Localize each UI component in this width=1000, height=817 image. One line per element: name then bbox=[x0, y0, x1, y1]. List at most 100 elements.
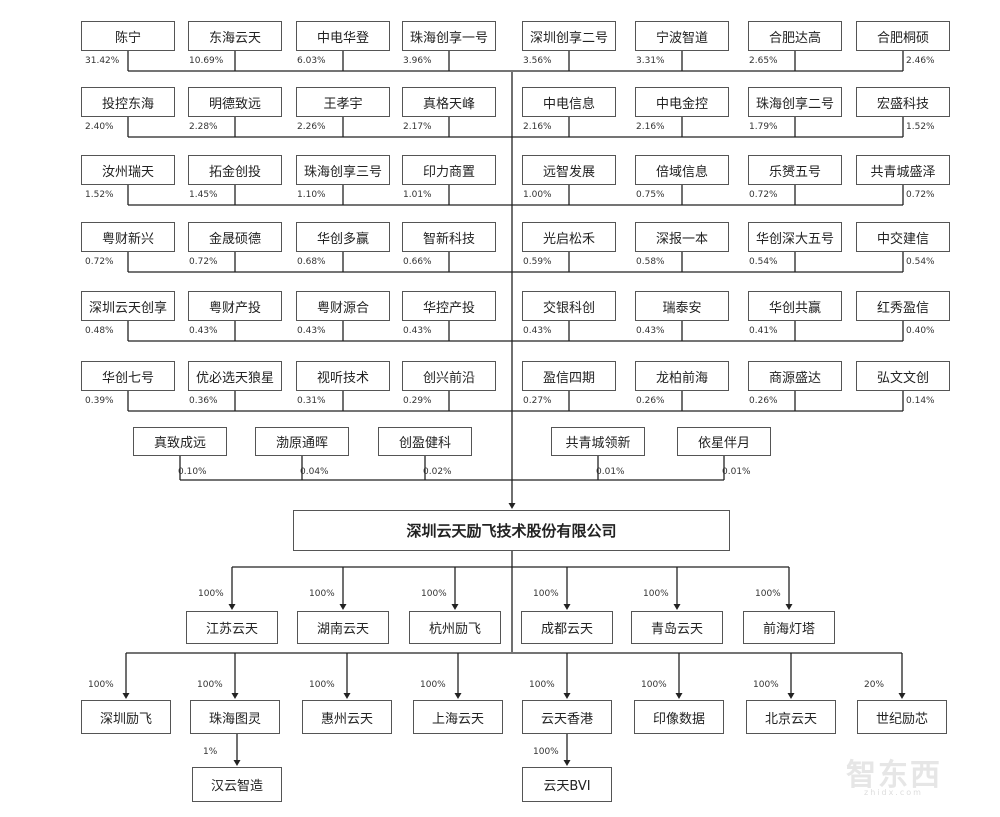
shareholder-box: 金晟硕德 bbox=[188, 222, 282, 252]
subsidiary-box: 珠海图灵 bbox=[190, 700, 280, 734]
ownership-percent: 100% bbox=[533, 747, 559, 757]
shareholder-box: 智新科技 bbox=[402, 222, 496, 252]
ownership-percent: 100% bbox=[420, 680, 446, 690]
ownership-percent: 100% bbox=[529, 680, 555, 690]
arrowhead bbox=[228, 604, 236, 610]
subsidiary-box: 成都云天 bbox=[521, 611, 613, 644]
shareholder-box: 倍域信息 bbox=[635, 155, 729, 185]
ownership-percent: 100% bbox=[755, 589, 781, 599]
arrowhead bbox=[563, 604, 571, 610]
shareholding-percent: 0.14% bbox=[906, 396, 935, 406]
shareholding-percent: 1.79% bbox=[749, 122, 778, 132]
subsidiary-box: 杭州励飞 bbox=[409, 611, 501, 644]
shareholding-percent: 3.56% bbox=[523, 56, 552, 66]
ownership-percent: 1% bbox=[203, 747, 218, 757]
shareholder-box: 中电华登 bbox=[296, 21, 390, 51]
shareholder-box: 共青城盛泽 bbox=[856, 155, 950, 185]
shareholder-box: 宏盛科技 bbox=[856, 87, 950, 117]
subsidiary-box: 云天BVI bbox=[522, 767, 612, 802]
shareholder-box: 视听技术 bbox=[296, 361, 390, 391]
ownership-percent: 100% bbox=[421, 589, 447, 599]
shareholding-percent: 0.72% bbox=[189, 257, 218, 267]
shareholding-percent: 0.01% bbox=[596, 467, 625, 477]
shareholding-percent: 2.16% bbox=[523, 122, 552, 132]
shareholding-percent: 1.45% bbox=[189, 190, 218, 200]
shareholding-percent: 1.01% bbox=[403, 190, 432, 200]
arrowhead bbox=[233, 760, 241, 766]
shareholder-box: 共青城领新 bbox=[551, 427, 645, 456]
shareholder-box: 华创多赢 bbox=[296, 222, 390, 252]
watermark-text: 智东西 bbox=[846, 758, 942, 793]
shareholding-percent: 0.48% bbox=[85, 326, 114, 336]
shareholding-percent: 0.43% bbox=[636, 326, 665, 336]
shareholder-box: 投控东海 bbox=[81, 87, 175, 117]
shareholder-box: 印力商置 bbox=[402, 155, 496, 185]
subsidiary-box: 世纪励芯 bbox=[857, 700, 947, 734]
shareholder-box: 优必选天狼星 bbox=[188, 361, 282, 391]
shareholding-percent: 2.16% bbox=[636, 122, 665, 132]
shareholding-percent: 1.00% bbox=[523, 190, 552, 200]
shareholding-percent: 0.75% bbox=[636, 190, 665, 200]
shareholder-box: 依星伴月 bbox=[677, 427, 771, 456]
shareholder-box: 光启松禾 bbox=[522, 222, 616, 252]
shareholding-percent: 0.68% bbox=[297, 257, 326, 267]
shareholding-percent: 0.41% bbox=[749, 326, 778, 336]
arrowhead bbox=[231, 693, 239, 699]
subsidiary-box: 上海云天 bbox=[413, 700, 503, 734]
shareholding-percent: 0.31% bbox=[297, 396, 326, 406]
shareholding-percent: 0.43% bbox=[297, 326, 326, 336]
arrowhead bbox=[563, 693, 571, 699]
watermark-subtext: zhidx.com bbox=[864, 788, 923, 797]
company-box: 深圳云天励飞技术股份有限公司 bbox=[293, 510, 730, 551]
shareholding-percent: 31.42% bbox=[85, 56, 120, 66]
subsidiary-box: 汉云智造 bbox=[192, 767, 282, 802]
shareholder-box: 宁波智道 bbox=[635, 21, 729, 51]
shareholder-box: 陈宁 bbox=[81, 21, 175, 51]
shareholding-percent: 0.29% bbox=[403, 396, 432, 406]
shareholder-box: 华创七号 bbox=[81, 361, 175, 391]
shareholder-box: 汝州瑞天 bbox=[81, 155, 175, 185]
shareholding-percent: 0.72% bbox=[906, 190, 935, 200]
shareholding-percent: 0.66% bbox=[403, 257, 432, 267]
arrowhead bbox=[675, 693, 683, 699]
shareholding-percent: 2.28% bbox=[189, 122, 218, 132]
ownership-percent: 20% bbox=[864, 680, 885, 690]
shareholding-percent: 0.72% bbox=[749, 190, 778, 200]
shareholder-box: 拓金创投 bbox=[188, 155, 282, 185]
shareholder-box: 远智发展 bbox=[522, 155, 616, 185]
shareholder-box: 粤财新兴 bbox=[81, 222, 175, 252]
arrowhead bbox=[343, 693, 351, 699]
shareholding-percent: 0.01% bbox=[722, 467, 751, 477]
shareholder-box: 真致成远 bbox=[133, 427, 227, 456]
ownership-percent: 100% bbox=[309, 589, 335, 599]
shareholder-box: 创盈健科 bbox=[378, 427, 472, 456]
subsidiary-box: 惠州云天 bbox=[302, 700, 392, 734]
shareholding-percent: 1.52% bbox=[906, 122, 935, 132]
shareholder-box: 交银科创 bbox=[522, 291, 616, 321]
shareholding-percent: 1.52% bbox=[85, 190, 114, 200]
shareholding-percent: 2.65% bbox=[749, 56, 778, 66]
shareholder-box: 中交建信 bbox=[856, 222, 950, 252]
shareholder-box: 商源盛达 bbox=[748, 361, 842, 391]
arrowhead bbox=[673, 604, 681, 610]
shareholding-percent: 0.58% bbox=[636, 257, 665, 267]
shareholder-box: 华创深大五号 bbox=[748, 222, 842, 252]
shareholding-percent: 10.69% bbox=[189, 56, 224, 66]
shareholder-box: 龙柏前海 bbox=[635, 361, 729, 391]
arrowhead bbox=[898, 693, 906, 699]
shareholding-percent: 0.40% bbox=[906, 326, 935, 336]
shareholder-box: 合肥达高 bbox=[748, 21, 842, 51]
shareholding-percent: 2.46% bbox=[906, 56, 935, 66]
arrowhead bbox=[451, 604, 459, 610]
shareholding-percent: 2.26% bbox=[297, 122, 326, 132]
shareholding-percent: 0.43% bbox=[403, 326, 432, 336]
shareholding-percent: 0.27% bbox=[523, 396, 552, 406]
shareholding-percent: 0.59% bbox=[523, 257, 552, 267]
shareholder-box: 粤财源合 bbox=[296, 291, 390, 321]
subsidiary-box: 印像数据 bbox=[634, 700, 724, 734]
shareholding-percent: 0.54% bbox=[749, 257, 778, 267]
shareholder-box: 深圳创享二号 bbox=[522, 21, 616, 51]
shareholding-percent: 3.31% bbox=[636, 56, 665, 66]
shareholder-box: 东海云天 bbox=[188, 21, 282, 51]
